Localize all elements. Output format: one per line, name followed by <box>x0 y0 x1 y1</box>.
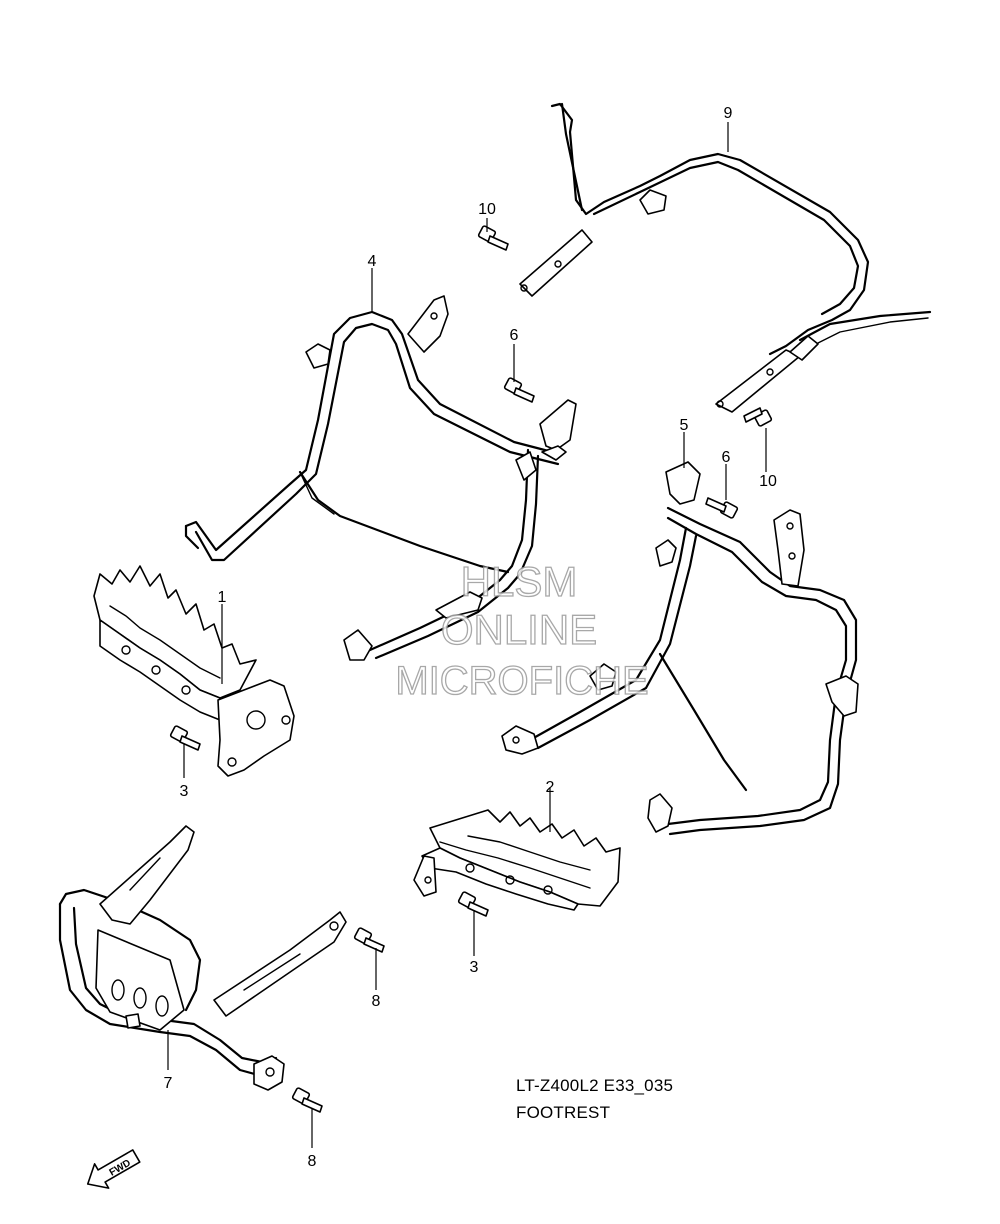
callout-1: 1 <box>218 589 227 606</box>
bolt-8-lower <box>291 1087 323 1113</box>
diagram-title: FOOTREST <box>516 1103 611 1122</box>
part-9-rear-guard-bar <box>519 102 932 413</box>
callout-9: 9 <box>724 105 733 122</box>
bolt-3-right <box>457 891 489 917</box>
callout-labels: 9 10 4 6 5 6 10 1 3 2 3 8 7 8 <box>164 105 777 1170</box>
callout-7: 7 <box>164 1075 173 1092</box>
forward-arrow-icon: FWD <box>86 1149 141 1189</box>
callout-10-upper: 10 <box>478 201 496 218</box>
bolt-6-upper <box>503 377 535 403</box>
callout-3-right: 3 <box>470 959 479 976</box>
callout-3-left: 3 <box>180 783 189 800</box>
callout-leaders <box>167 122 767 1148</box>
callout-6-right: 6 <box>722 449 731 466</box>
bolt-3-left <box>169 725 201 751</box>
bolt-10-upper <box>477 225 509 251</box>
watermark: HLSM ONLINE MICROFICHE <box>395 557 650 703</box>
bolt-10-right <box>743 407 773 427</box>
callout-10-right: 10 <box>759 473 777 490</box>
watermark-line-1: HLSM <box>461 558 578 605</box>
watermark-line-2: ONLINE <box>441 606 597 653</box>
part-4-left-bracket <box>184 295 577 661</box>
callout-8-lower: 8 <box>308 1153 317 1170</box>
part-1-left-footrest <box>93 565 295 777</box>
forward-label: FWD <box>108 1158 133 1179</box>
bolt-8-upper <box>353 927 385 953</box>
watermark-line-3: MICROFICHE <box>395 659 648 703</box>
part-2-right-footrest <box>413 809 621 911</box>
bolt-6-right <box>705 497 739 519</box>
callout-2: 2 <box>546 779 555 796</box>
part-7-front-guard <box>58 825 347 1091</box>
callout-5: 5 <box>680 417 689 434</box>
callout-6-upper: 6 <box>510 327 519 344</box>
callout-4: 4 <box>368 253 377 270</box>
part-5-right-bracket <box>501 461 859 836</box>
callout-8-upper: 8 <box>372 993 381 1010</box>
diagram-code: LT-Z400L2 E33_035 <box>516 1076 674 1095</box>
